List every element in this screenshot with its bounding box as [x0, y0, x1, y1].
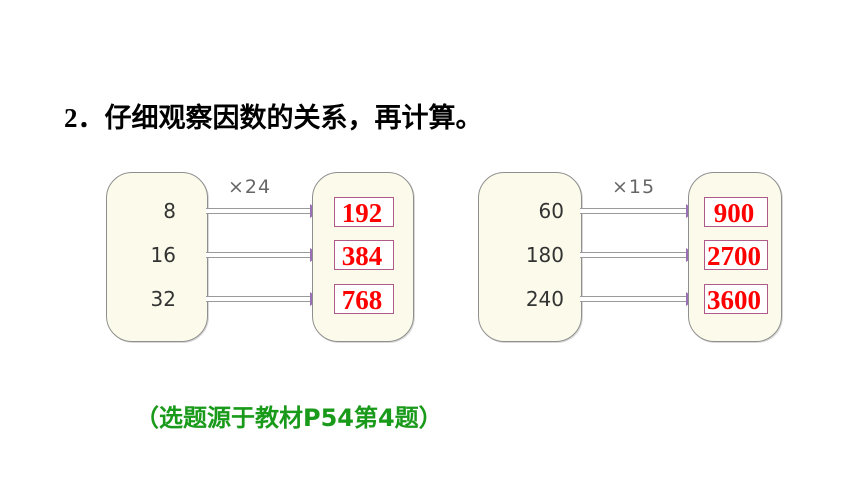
input-value: 240 [525, 287, 564, 311]
input-value: 8 [163, 199, 176, 223]
input-value: 16 [150, 243, 176, 267]
answer-field[interactable]: 3600 [704, 284, 768, 315]
answer-field[interactable]: 2700 [704, 240, 768, 271]
arrow [580, 248, 696, 262]
answer-field[interactable]: 384 [334, 240, 394, 271]
answer-field[interactable]: 900 [704, 197, 768, 228]
arrow [206, 248, 320, 262]
question-heading: 2．仔细观察因数的关系，再计算。 [64, 96, 483, 135]
answer-field[interactable]: 192 [334, 197, 394, 228]
input-value: 32 [150, 287, 176, 311]
arrow [580, 204, 696, 218]
question-number: 2． [64, 103, 105, 133]
answer-field[interactable]: 768 [334, 284, 394, 315]
input-box-1 [106, 172, 208, 342]
multiplier-label-1: ×24 [228, 176, 272, 198]
multiplier-label-2: ×15 [612, 176, 656, 198]
source-note: （选题源于教材P54第4题） [135, 404, 443, 432]
input-value: 60 [538, 199, 564, 223]
arrow [580, 292, 696, 306]
question-text: 仔细观察因数的关系，再计算。 [104, 103, 483, 134]
arrow [206, 204, 320, 218]
arrow [206, 292, 320, 306]
input-value: 180 [525, 243, 564, 267]
